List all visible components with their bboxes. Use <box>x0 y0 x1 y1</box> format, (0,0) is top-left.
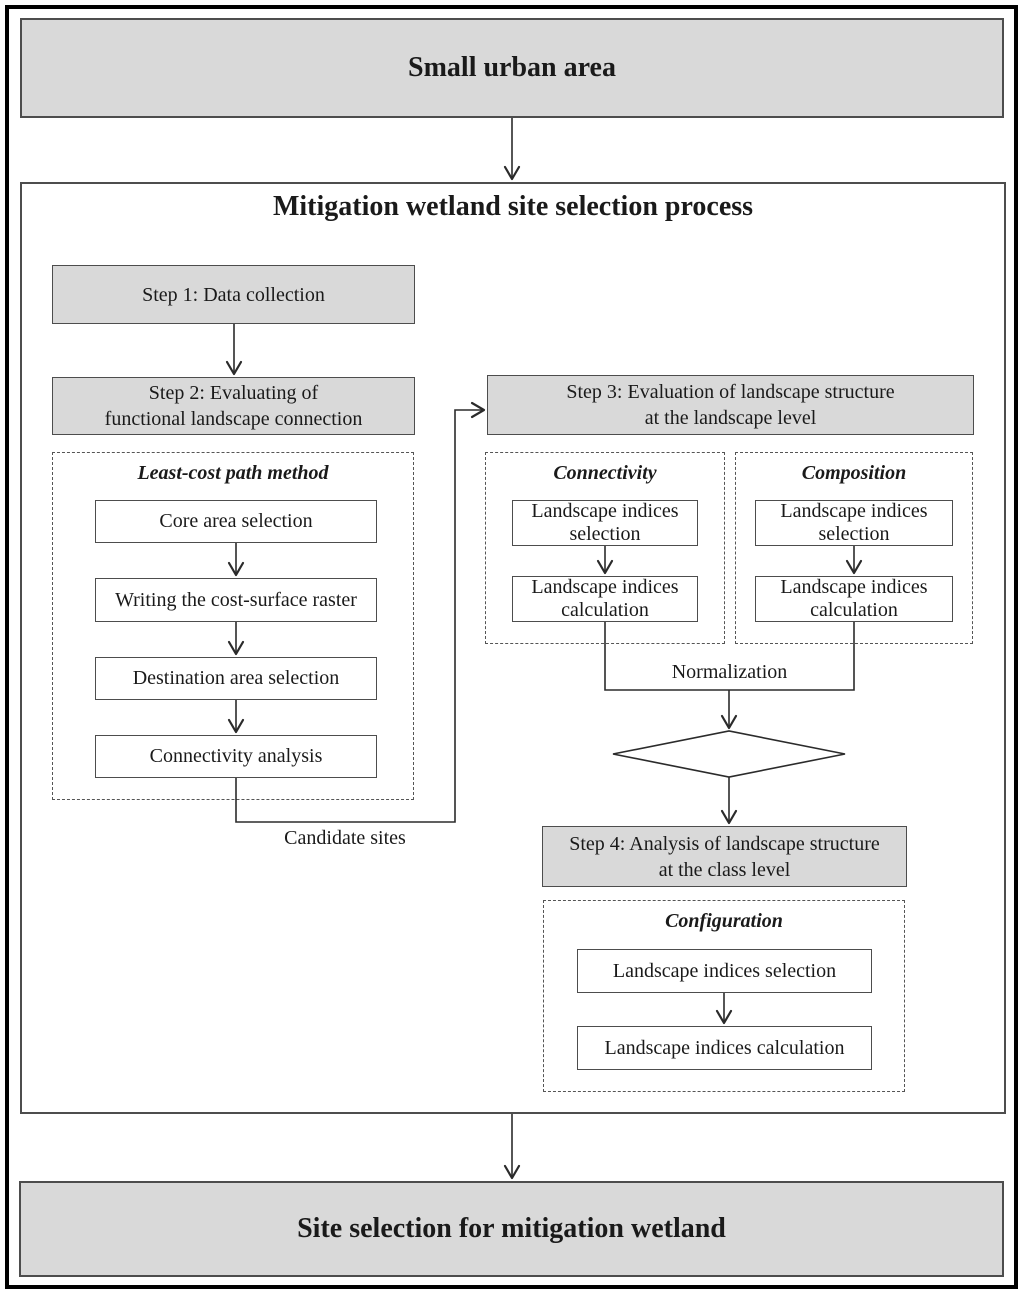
composition-indices-selection-box: Landscape indices selection <box>755 500 953 546</box>
bottom-banner-site-selection: Site selection for mitigation wetland <box>19 1181 1004 1277</box>
step3-label-line1: Step 3: Evaluation of landscape structur… <box>566 381 895 403</box>
destination-area-selection-box: Destination area selection <box>95 657 377 700</box>
composition-indices-selection-label: Landscape indices selection <box>780 500 928 545</box>
connectivity-indices-calculation-label: Landscape indices calculation <box>531 576 679 621</box>
step2-box: Step 2: Evaluating of functional landsca… <box>52 377 415 435</box>
cost-surface-raster-label: Writing the cost-surface raster <box>115 588 357 611</box>
normalization-label: Normalization <box>671 661 788 683</box>
bottom-banner-label: Site selection for mitigation wetland <box>297 1213 726 1244</box>
step3-label-line2: at the landscape level <box>644 407 817 429</box>
core-area-selection-box: Core area selection <box>95 500 377 543</box>
process-title: Mitigation wetland site selection proces… <box>272 191 754 222</box>
step4-label-line1: Step 4: Analysis of landscape structure <box>569 832 880 855</box>
connectivity-indices-selection-label: Landscape indices selection <box>531 500 679 545</box>
destination-area-selection-label: Destination area selection <box>132 667 340 689</box>
core-area-selection-label: Core area selection <box>159 510 313 532</box>
composition-indices-calculation-box: Landscape indices calculation <box>755 576 953 622</box>
top-banner-small-urban-area: Small urban area <box>20 18 1004 118</box>
candidate-sites-label: Candidate sites <box>284 827 406 849</box>
step1-box: Step 1: Data collection <box>52 265 415 324</box>
cost-surface-raster-box: Writing the cost-surface raster <box>95 578 377 622</box>
connectivity-analysis-label: Connectivity analysis <box>149 745 323 767</box>
configuration-title: Configuration <box>665 910 783 932</box>
outer-frame <box>5 5 1018 1289</box>
configuration-indices-selection-box: Landscape indices selection <box>577 949 872 993</box>
composition-indices-calculation-label: Landscape indices calculation <box>780 576 928 621</box>
step4-box: Step 4: Analysis of landscape structure … <box>542 826 907 887</box>
configuration-indices-calculation-box: Landscape indices calculation <box>577 1026 872 1070</box>
top-banner-label: Small urban area <box>408 52 616 83</box>
configuration-indices-selection-label: Landscape indices selection <box>612 959 837 982</box>
composition-title: Composition <box>801 462 907 484</box>
step2-label-line2: functional landscape connection <box>104 408 363 430</box>
connectivity-analysis-box: Connectivity analysis <box>95 735 377 778</box>
connectivity-indices-calculation-box: Landscape indices calculation <box>512 576 698 622</box>
configuration-indices-calculation-label: Landscape indices calculation <box>604 1036 845 1059</box>
ranking-diamond-label: Ranking <box>695 742 763 765</box>
configuration-group: Configuration <box>543 900 905 1092</box>
step3-box: Step 3: Evaluation of landscape structur… <box>487 375 974 435</box>
step2-label-line1: Step 2: Evaluating of <box>148 382 319 404</box>
connectivity-indices-selection-box: Landscape indices selection <box>512 500 698 546</box>
connectivity-title: Connectivity <box>553 462 657 484</box>
step4-label-line2: at the class level <box>658 858 791 881</box>
least-cost-path-title: Least-cost path method <box>137 462 329 484</box>
step1-label: Step 1: Data collection <box>142 283 325 306</box>
